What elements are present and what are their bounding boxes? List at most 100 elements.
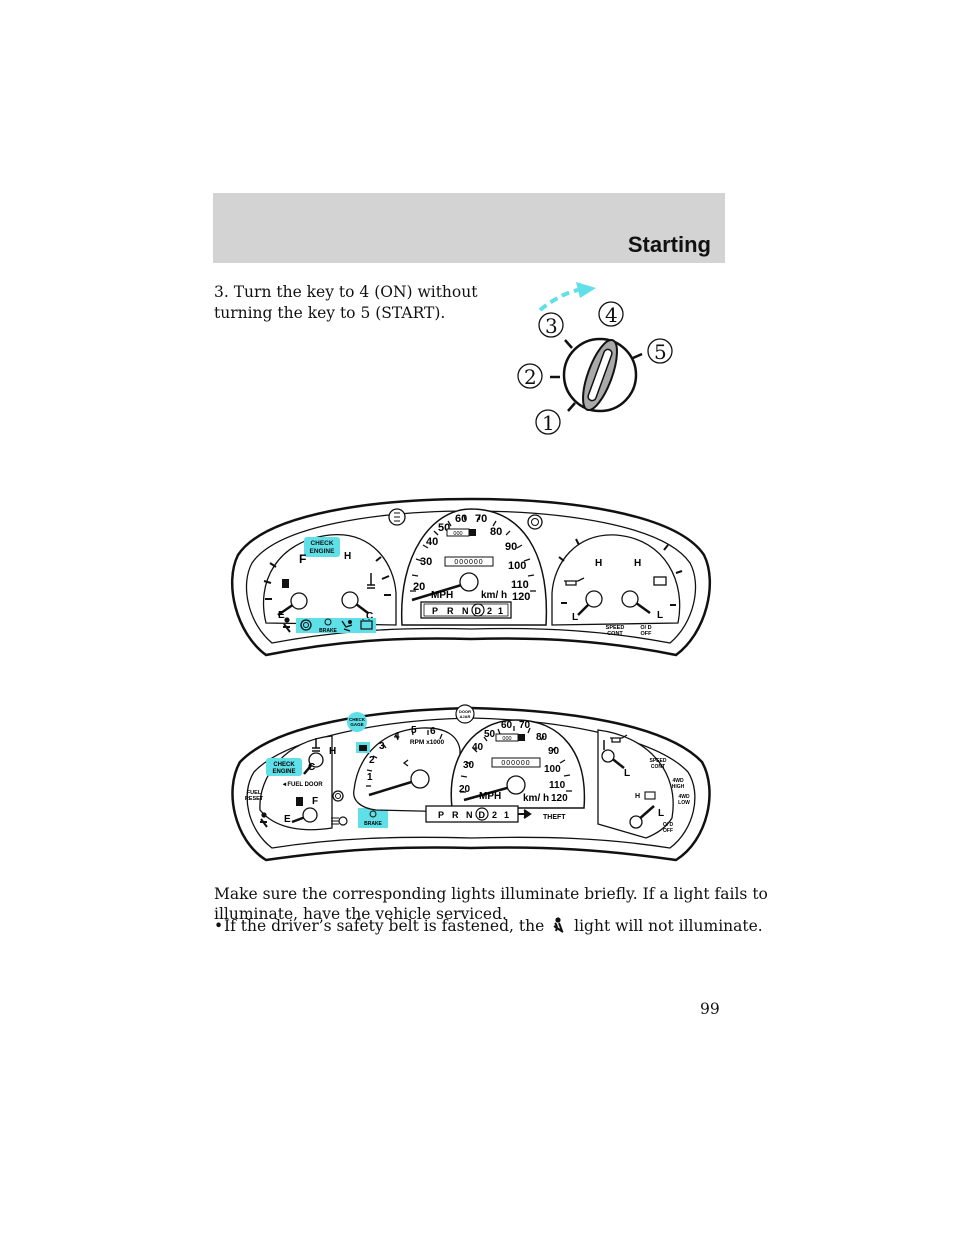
battery-icon <box>644 791 656 800</box>
svg-text:000: 000 <box>453 531 462 537</box>
instrument-cluster-standard: CHECK ENGINE F H E C BRAKE 20 30 40 50 6… <box>230 497 712 657</box>
tach-redline-mark <box>402 759 409 767</box>
seatbelt-icon <box>283 617 291 633</box>
battery-icon <box>653 576 667 586</box>
coolant-icon <box>312 738 320 752</box>
svg-text:P: P <box>432 606 438 616</box>
check-engine-lamp: CHECK ENGINE <box>304 537 340 557</box>
speedo-30: 30 <box>420 556 432 568</box>
gear-indicator: P R N D 2 1 <box>420 601 512 619</box>
bullet-mark: • <box>214 917 224 935</box>
fuel-full-mark: F <box>299 552 306 566</box>
svg-text:N: N <box>462 606 469 616</box>
speedometer-dial <box>400 508 548 626</box>
fuel-reset-button[interactable]: FUEL <box>247 790 262 796</box>
fuel-full-mark-2: F <box>312 796 318 807</box>
ignition-key-icon <box>582 338 618 412</box>
speedo-60: 60 <box>455 513 467 525</box>
odometer-display-2 <box>491 757 541 768</box>
oil-low-mark-2: L <box>624 768 630 779</box>
seatbelt-icon <box>553 917 564 933</box>
speedo2-70: 70 <box>519 720 531 731</box>
tach-2: 2 <box>369 755 375 766</box>
svg-text:AJAR: AJAR <box>460 714 471 719</box>
svg-text:1: 1 <box>504 810 509 820</box>
svg-text:ENGINE: ENGINE <box>310 548 336 555</box>
speedometer-ticks <box>410 514 536 592</box>
tach-4: 4 <box>394 731 400 742</box>
speedo2-100: 100 <box>544 764 561 775</box>
ignition-diagram <box>538 282 643 413</box>
svg-text:R: R <box>447 606 454 616</box>
headlamp-icon <box>331 816 348 826</box>
svg-text:CHECK: CHECK <box>273 762 295 768</box>
seatbelt-icon <box>260 812 268 828</box>
svg-text:ENGINE: ENGINE <box>272 769 295 775</box>
gear-indicator-2: P R N D 2 1 <box>425 805 532 823</box>
svg-text:BRAKE: BRAKE <box>364 821 382 827</box>
brake-lamp: BRAKE <box>319 618 338 634</box>
oil-can-icon <box>564 577 585 586</box>
svg-text:GAGE: GAGE <box>350 722 363 727</box>
svg-text:2: 2 <box>487 606 492 616</box>
step-line-2: turning the key to 5 (START). <box>214 304 446 322</box>
speedo2-50: 50 <box>484 729 496 740</box>
fuel-empty-mark: E <box>278 610 285 621</box>
battery-icon <box>356 742 370 753</box>
svg-text:N: N <box>466 810 473 820</box>
arrow-icon <box>538 288 579 312</box>
speedo-80: 80 <box>490 526 502 538</box>
svg-text:CONT: CONT <box>607 631 623 637</box>
svg-text:CONT: CONT <box>651 764 665 770</box>
batt-high-mark: H <box>634 558 641 569</box>
kmh-label-2: km/ h <box>523 793 549 804</box>
tach-5: 5 <box>411 725 417 736</box>
ignition-position-4: 4 <box>598 301 624 327</box>
speedometer-needle <box>411 581 469 602</box>
tachometer-needle <box>368 778 419 797</box>
svg-text:000: 000 <box>502 736 511 742</box>
theft-lamp: THEFT <box>543 814 566 821</box>
ignition-position-1: 1 <box>535 409 561 435</box>
bullet-text-post: light will not illuminate. <box>574 917 763 935</box>
speedo2-20: 20 <box>459 784 471 795</box>
position-tick-1 <box>567 402 576 412</box>
tachometer-ticks <box>366 729 443 787</box>
speed-cont-lamp: SPEED <box>606 625 625 631</box>
ignition-position-5: 5 <box>647 338 673 364</box>
odometer-display <box>444 556 494 567</box>
4wd-high-lamp: 4WD <box>672 778 684 784</box>
svg-text:D: D <box>475 606 482 616</box>
batt-low-mark: L <box>657 610 663 621</box>
speedo-90: 90 <box>505 541 517 553</box>
arrow-head <box>576 282 596 298</box>
temp-hot-mark: H <box>344 551 351 562</box>
speedo2-80: 80 <box>536 732 548 743</box>
od-off-lamp-2: O/ D <box>663 822 674 828</box>
batt-low-mark-2: L <box>658 808 664 819</box>
fuel-empty-mark-2: E <box>284 814 291 825</box>
svg-text:000000: 000000 <box>501 760 530 767</box>
step-line-1: 3. Turn the key to 4 (ON) without <box>214 283 478 301</box>
body-line-1: Make sure the corresponding lights illum… <box>214 885 768 903</box>
fuel-pump-icon <box>296 797 303 806</box>
svg-text:1: 1 <box>498 606 503 616</box>
speedo2-30: 30 <box>463 760 475 771</box>
section-header: Starting <box>213 193 725 263</box>
speedo2-40: 40 <box>472 742 484 753</box>
temp-cold-mark: C <box>366 611 373 622</box>
oil-battery-gauge-2 <box>597 729 674 839</box>
brake-lamp-2: BRAKE <box>358 808 388 828</box>
speedo-20: 20 <box>413 581 425 593</box>
fuel-pump-icon <box>282 579 289 588</box>
svg-text:LOW: LOW <box>678 800 690 806</box>
speedometer-ticks-2 <box>460 726 572 793</box>
ignition-position-2: 2 <box>517 363 543 389</box>
body-paragraph: Make sure the corresponding lights illum… <box>214 884 768 924</box>
airbag-icon <box>341 620 353 632</box>
body-line-2: illuminate, have the vehicle serviced. <box>214 905 507 923</box>
svg-text:HIGH: HIGH <box>672 784 685 790</box>
svg-text:P: P <box>438 810 444 820</box>
svg-text:R: R <box>452 810 459 820</box>
svg-text:OFF: OFF <box>641 631 653 637</box>
